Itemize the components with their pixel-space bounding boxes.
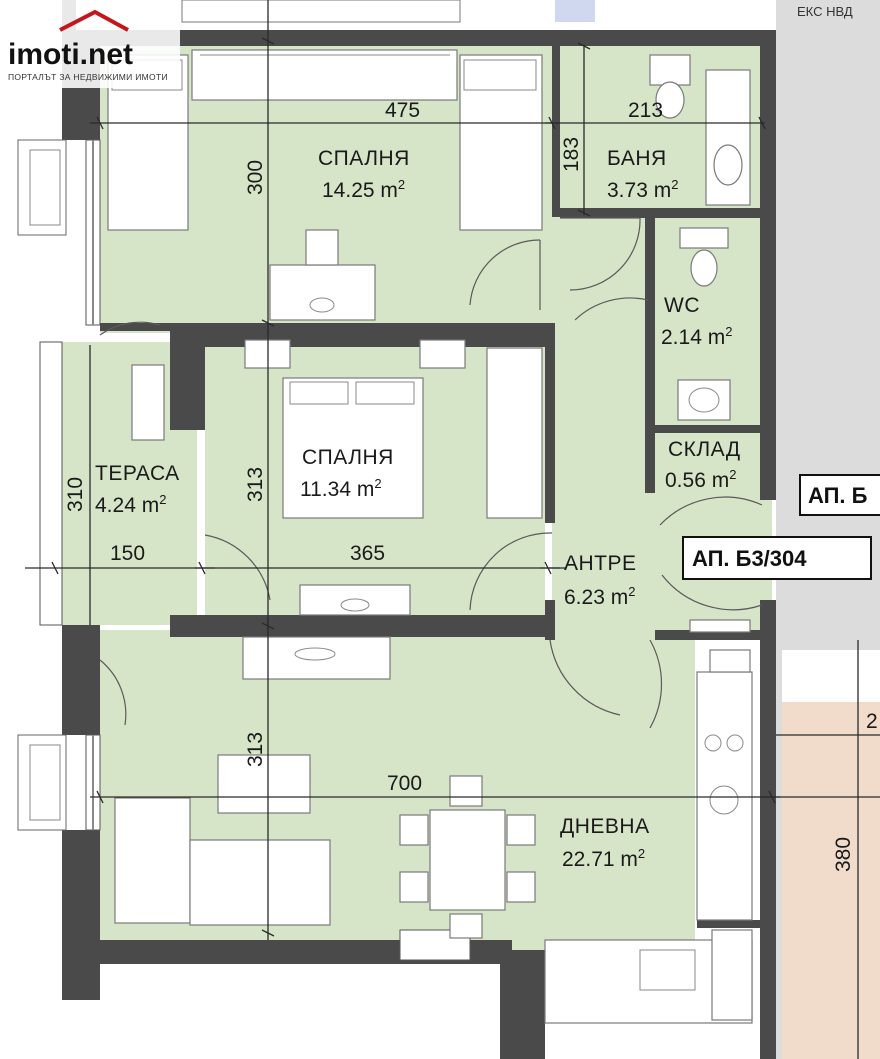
apartment-label: АП. Б3/304 bbox=[682, 536, 872, 580]
dim-bedroom1-depth: 300 bbox=[244, 160, 267, 195]
wc-area: 2.14 m2 bbox=[661, 324, 732, 349]
walls bbox=[62, 0, 776, 1059]
bedroom1-name: СПАЛНЯ bbox=[318, 147, 410, 170]
apartment-neighbor-label: АП. Б bbox=[799, 474, 880, 516]
svg-text:АП. Б: АП. Б bbox=[808, 483, 868, 508]
corner-note: ЕКС НВД bbox=[797, 4, 853, 19]
wc-fixtures bbox=[677, 227, 731, 421]
doors bbox=[99, 217, 763, 729]
terrace-name: ТЕРАСА bbox=[95, 462, 180, 485]
dim-bath-width: 213 bbox=[628, 99, 663, 122]
living-area: 22.71 m2 bbox=[562, 846, 645, 871]
dim-bedroom1-width: 475 bbox=[385, 99, 420, 122]
dim-terrace-depth: 310 bbox=[64, 477, 87, 512]
brand-logo: imoti.net ПОРТАЛЪТ ЗА НЕДВИЖИМИ ИМОТИ bbox=[0, 0, 180, 88]
svg-text:АП. Б3/304: АП. Б3/304 bbox=[692, 546, 807, 571]
hall-name: АНТРЕ bbox=[564, 552, 637, 575]
house-roof-icon bbox=[59, 9, 129, 32]
bathroom-area: 3.73 m2 bbox=[607, 177, 678, 202]
hall-area: 6.23 m2 bbox=[564, 584, 635, 609]
brand-name: imoti.net bbox=[8, 38, 133, 71]
dim-bedroom2-width: 365 bbox=[350, 542, 385, 565]
dim-living-depth: 313 bbox=[244, 732, 267, 767]
bedroom2-name: СПАЛНЯ bbox=[302, 446, 394, 469]
bedroom1-area: 14.25 m2 bbox=[322, 177, 405, 202]
bedroom2-area: 11.34 m2 bbox=[300, 476, 382, 501]
neighbor-wardrobe bbox=[782, 650, 880, 702]
upper-neighbor-furniture bbox=[181, 0, 461, 23]
bathroom-name: БАНЯ bbox=[607, 147, 667, 170]
hall-elements bbox=[689, 619, 751, 633]
dim-neighbor-width: 2 bbox=[866, 710, 878, 733]
windows bbox=[17, 139, 471, 961]
storage-name: СКЛАД bbox=[668, 438, 741, 461]
kitchen-fixtures bbox=[544, 649, 753, 1024]
living-name: ДНЕВНА bbox=[560, 815, 650, 838]
dim-bath-depth: 183 bbox=[560, 137, 583, 172]
dim-neighbor-depth: 380 bbox=[832, 837, 855, 872]
wc-name: WC bbox=[664, 294, 700, 317]
bathroom-fixtures bbox=[649, 54, 751, 206]
dim-living-width: 700 bbox=[387, 772, 422, 795]
living-furniture bbox=[114, 636, 536, 939]
terrace-area: 4.24 m2 bbox=[95, 492, 166, 517]
neighbor-apartment bbox=[782, 650, 880, 1059]
bedroom2-furniture bbox=[244, 339, 543, 616]
dim-terrace-width: 150 bbox=[110, 542, 145, 565]
upper-neighbor-bath bbox=[555, 0, 595, 22]
dim-bedroom2-depth: 313 bbox=[244, 467, 267, 502]
dimension-lines bbox=[25, 0, 880, 1059]
brand-tagline: ПОРТАЛЪТ ЗА НЕДВИЖИМИ ИМОТИ bbox=[8, 72, 168, 82]
storage-area: 0.56 m2 bbox=[665, 467, 736, 492]
terrace-furniture bbox=[131, 364, 165, 441]
